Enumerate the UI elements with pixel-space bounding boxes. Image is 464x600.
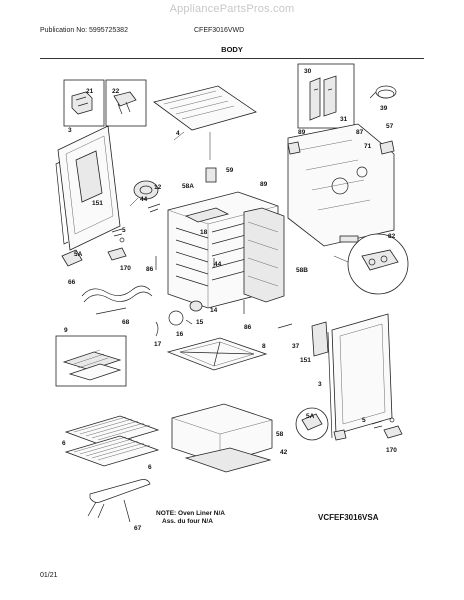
bracket-89-lower — [333, 429, 347, 441]
callout-71: 71 — [364, 143, 372, 150]
callout-21: 21 — [86, 88, 94, 95]
inset-box-30-31 — [297, 63, 355, 129]
hinge-170-left — [107, 247, 127, 261]
callout-6-upper: 6 — [62, 440, 66, 447]
model-number: CFEF3016VWD — [194, 27, 245, 34]
broil-element-66 — [81, 285, 153, 315]
storage-drawer-58 — [171, 403, 273, 465]
part-15 — [185, 319, 193, 325]
callout-8: 8 — [262, 343, 266, 350]
note-line-english: NOTE: Oven Liner N/A — [156, 510, 225, 517]
callout-66: 66 — [68, 279, 76, 286]
callout-86-left: 86 — [146, 266, 154, 273]
callout-16: 16 — [176, 331, 184, 338]
callout-5a-right: 5A — [306, 413, 315, 420]
callout-58b: 58B — [296, 267, 308, 274]
callout-57: 57 — [386, 123, 394, 130]
door-assembly-3-left — [55, 125, 121, 251]
callout-12: 12 — [154, 184, 162, 191]
bracket-89 — [287, 141, 301, 155]
callout-5-left: 5 — [122, 227, 126, 234]
callout-3-right: 3 — [318, 381, 322, 388]
screw-44-left — [147, 203, 161, 213]
callout-4: 4 — [176, 130, 180, 137]
callout-59: 59 — [226, 167, 234, 174]
callout-86-lower: 86 — [244, 324, 252, 331]
terminal-block-82 — [333, 233, 409, 295]
callout-58: 58 — [276, 431, 284, 438]
oven-rack-6-lower — [64, 435, 160, 467]
callout-89-mid: 89 — [260, 181, 268, 188]
part-17 — [155, 321, 159, 337]
note-line-french: Ass. du four N/A — [162, 518, 213, 525]
hinge-170-right — [383, 425, 403, 439]
callout-31: 31 — [340, 116, 348, 123]
part-151-right — [311, 321, 329, 357]
callout-170-right: 170 — [386, 447, 397, 454]
callout-18: 18 — [200, 229, 208, 236]
diagram-code: VCFEF3016VSA — [318, 513, 379, 522]
cooktop-tray-8 — [166, 337, 268, 371]
callout-22: 22 — [112, 88, 120, 95]
callout-82: 82 — [388, 233, 396, 240]
callout-151-right: 151 — [300, 357, 311, 364]
callout-170-left: 170 — [120, 265, 131, 272]
screw-37 — [277, 323, 293, 329]
oven-liner-note: NOTE: Oven Liner N/A Ass. du four N/A — [156, 510, 225, 526]
header-divider — [40, 58, 424, 59]
oven-rack-6-upper — [64, 415, 160, 447]
watermark: AppliancePartsPros.com — [169, 3, 295, 15]
callout-42: 42 — [280, 449, 288, 456]
part-16 — [168, 310, 184, 326]
callout-58a: 58A — [182, 183, 194, 190]
hinge-5-left — [111, 228, 125, 243]
callout-37: 37 — [292, 343, 300, 350]
wire-coil-39 — [369, 85, 397, 99]
callout-3-left: 3 — [68, 127, 72, 134]
part-14 — [189, 300, 203, 312]
callout-14: 14 — [210, 307, 218, 314]
back-panel-71 — [287, 123, 395, 247]
callout-87: 87 — [356, 129, 364, 136]
drawer-bottom-42 — [184, 447, 272, 473]
bake-element-67 — [87, 479, 151, 523]
callout-67: 67 — [134, 525, 142, 532]
callout-17: 17 — [154, 341, 162, 348]
callout-44-right: 44 — [214, 261, 222, 268]
callout-9: 9 — [64, 327, 68, 334]
callout-15: 15 — [196, 319, 204, 326]
part-59 — [205, 167, 217, 183]
hinge-5-right — [371, 417, 395, 429]
inset-box-9 — [55, 335, 127, 387]
callout-30: 30 — [304, 68, 312, 75]
top-panel-4 — [153, 85, 257, 141]
callout-44-left: 44 — [140, 196, 148, 203]
hinge-5a-right — [295, 407, 329, 441]
revision-date: 01/21 — [40, 572, 58, 579]
callout-68: 68 — [122, 319, 130, 326]
callout-39: 39 — [380, 105, 388, 112]
section-title: BODY — [221, 45, 243, 54]
callout-6-lower: 6 — [148, 464, 152, 471]
inset-box-22 — [105, 79, 147, 127]
callout-5a-left: 5A — [74, 251, 83, 258]
door-assembly-3-right — [327, 313, 393, 439]
publication-number: Publication No: 5995725382 — [40, 27, 128, 34]
callout-151-left: 151 — [92, 200, 103, 207]
callout-5-right: 5 — [362, 417, 366, 424]
bracket-57 — [379, 140, 395, 155]
hinge-5a-left — [61, 249, 83, 267]
callout-89: 89 — [298, 129, 306, 136]
inset-box-21 — [63, 79, 105, 127]
control-knob-12 — [129, 180, 159, 207]
insulation-58b — [243, 207, 285, 303]
